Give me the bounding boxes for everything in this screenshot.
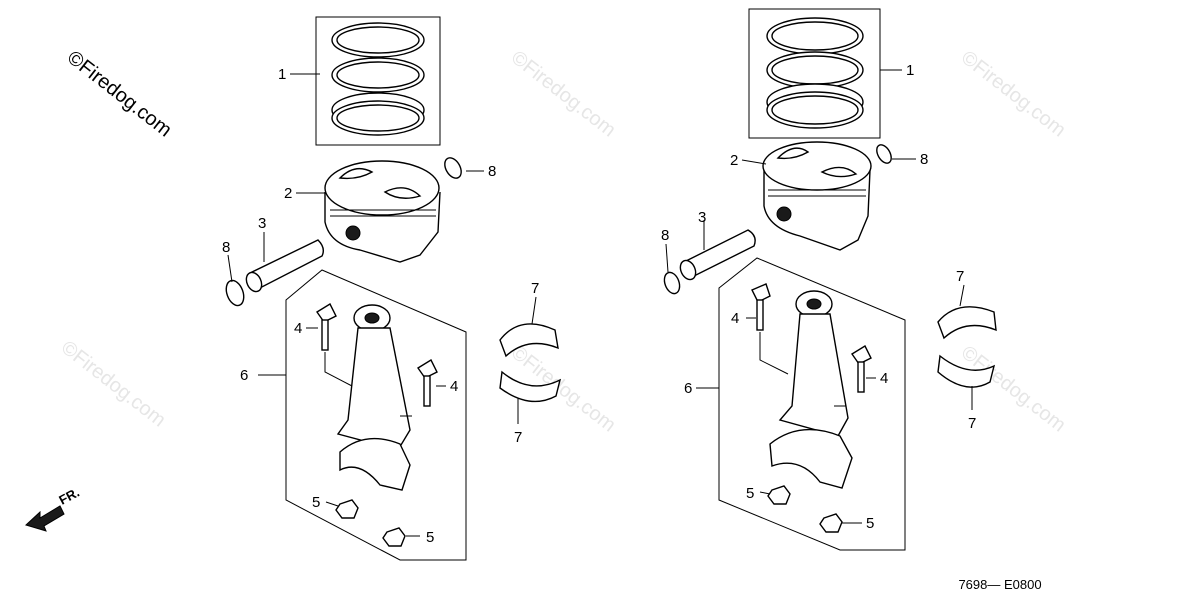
rod-bracket-right (718, 257, 906, 551)
callout-3: 3 (698, 209, 706, 226)
piston-right (762, 141, 872, 251)
arrow-left-icon (25, 505, 65, 532)
callout-7: 7 (968, 415, 976, 432)
callout-7: 7 (514, 429, 522, 446)
callout-1: 1 (906, 62, 914, 79)
left-assembly: 1 2 3 8 8 4 4 6 7 7 5 5 (222, 16, 562, 561)
snap-ring-left-b (225, 279, 245, 307)
direction-label: FR. (56, 485, 82, 508)
rod-bearing-left (499, 323, 562, 403)
callout-4: 4 (880, 370, 888, 387)
rod-bracket-left (285, 269, 467, 561)
snap-ring-left-a (444, 157, 462, 179)
rod-nut-right-b (819, 513, 843, 533)
callout-5: 5 (312, 494, 320, 511)
callout-7: 7 (531, 280, 539, 297)
callout-8: 8 (488, 163, 496, 180)
rod-bearing-right (937, 306, 997, 388)
piston-ring-set-right (748, 8, 881, 139)
rod-nut-left-b (382, 527, 406, 547)
rod-bolt-left-a (316, 303, 337, 351)
callout-3: 3 (258, 215, 266, 232)
callout-8: 8 (661, 227, 669, 244)
right-assembly: 1 2 3 8 8 4 4 6 7 7 5 5 (661, 8, 997, 551)
front-direction-arrow: FR. (25, 485, 82, 532)
snap-ring-right-a (876, 144, 892, 164)
connecting-rod-left (336, 304, 411, 491)
callout-2: 2 (730, 152, 738, 169)
piston-left (324, 160, 441, 263)
rod-nut-left-a (335, 499, 359, 519)
connecting-rod-right (769, 290, 853, 489)
snap-ring-right-b (663, 271, 681, 295)
callout-5: 5 (426, 529, 434, 546)
callout-2: 2 (284, 185, 292, 202)
watermark-faint: ©Firedog.com (957, 47, 1070, 142)
piston-pin-right (679, 229, 756, 281)
callout-6: 6 (240, 367, 248, 384)
callout-5: 5 (746, 485, 754, 502)
watermark-main: ©Firedog.com (63, 47, 176, 142)
rod-nut-right-a (767, 485, 791, 505)
piston-pin-left (245, 239, 325, 293)
callout-7: 7 (956, 268, 964, 285)
rod-bolt-left-b (417, 359, 438, 407)
callout-4: 4 (731, 310, 739, 327)
rod-bolt-right-a (751, 283, 771, 331)
callout-6: 6 (684, 380, 692, 397)
diagram-code: 7698— E0800 (958, 577, 1041, 592)
callout-4: 4 (450, 378, 458, 395)
watermark-faint: ©Firedog.com (57, 337, 170, 432)
rod-bolt-right-b (851, 345, 872, 393)
watermark-faint: ©Firedog.com (507, 47, 620, 142)
callout-8: 8 (222, 239, 230, 256)
callout-5: 5 (866, 515, 874, 532)
callout-4: 4 (294, 320, 302, 337)
callout-8: 8 (920, 151, 928, 168)
piston-ring-set-left (315, 16, 441, 146)
callout-1: 1 (278, 66, 286, 83)
